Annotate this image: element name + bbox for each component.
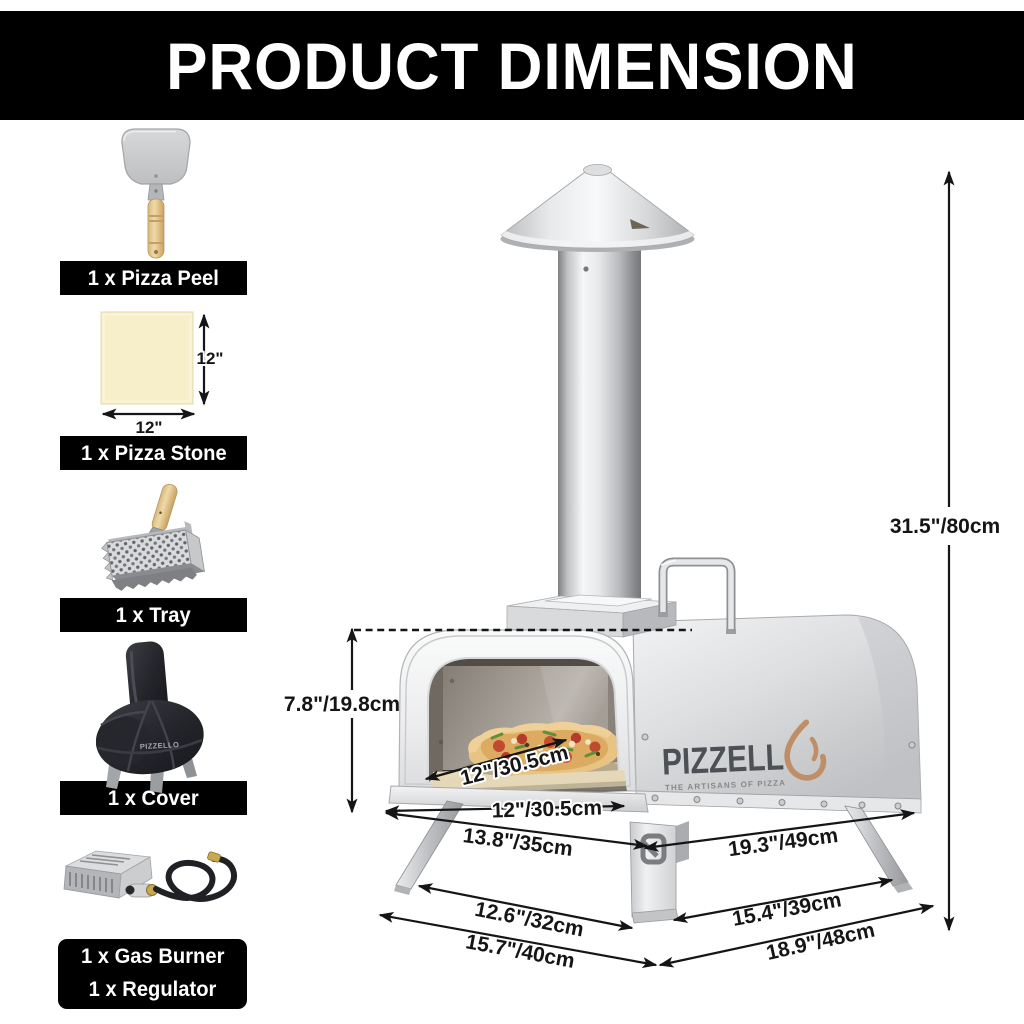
page-title: PRODUCT DIMENSION: [166, 28, 858, 103]
stone-width-label: 12": [136, 418, 163, 437]
label-gas-burner: 1 x Gas Burner 1 x Regulator: [58, 939, 247, 1009]
cap-logo-mark: [630, 219, 650, 229]
label-pizza-peel-text: 1 x Pizza Peel: [87, 266, 220, 290]
label-gas-burner-text: 1 x Gas Burner: [80, 945, 225, 969]
label-regulator-text: 1 x Regulator: [88, 978, 217, 1001]
header-bar: PRODUCT DIMENSION: [0, 11, 1024, 120]
flame-icon: [784, 719, 827, 781]
oven-handle: [658, 557, 736, 634]
label-pizza-stone: 1 x Pizza Stone: [60, 436, 247, 470]
pizza-peel-illustration: [121, 128, 191, 259]
dim-total-height: 31.5"/80cm: [890, 515, 1000, 538]
pizza-stone-illustration: 12" 12": [100, 311, 225, 437]
label-tray-text: 1 x Tray: [115, 603, 192, 627]
dim-side-leg-span: 15.4"/39cm: [730, 888, 843, 931]
oven-chimney: [500, 164, 695, 612]
gas-burner-illustration: [63, 850, 237, 902]
tray-illustration: [101, 483, 206, 591]
brand-logo-text: PIZZELL: [661, 736, 785, 782]
cover-logo-text: PIZZELLO: [140, 740, 180, 751]
stone-height-label: 12": [197, 349, 224, 368]
dim-opening-height: 7.8"/19.8cm: [284, 693, 400, 716]
label-cover-text: 1 x Cover: [108, 786, 199, 810]
cover-illustration: PIZZELLO: [95, 641, 204, 793]
chimney-base-plate: [506, 594, 677, 638]
dim-total-side-depth: 18.9"/48cm: [764, 918, 877, 964]
label-pizza-stone-text: 1 x Pizza Stone: [80, 441, 227, 465]
label-tray: 1 x Tray: [60, 598, 247, 632]
dim-front-width: 12"/30.5cm: [491, 797, 602, 823]
label-pizza-peel: 1 x Pizza Peel: [60, 261, 247, 295]
